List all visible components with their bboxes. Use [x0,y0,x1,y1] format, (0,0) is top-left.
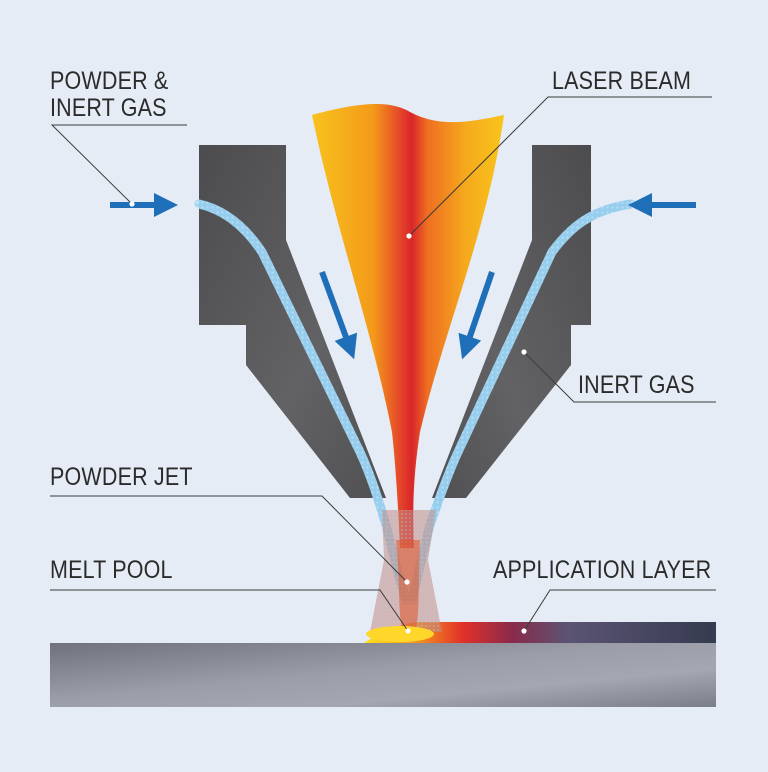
laser-beam [312,104,504,549]
label-melt-pool: MELT POOL [50,556,173,584]
substrate [50,643,716,707]
leader-powder-inert-gas [50,124,187,205]
flow-arrow-left [319,270,358,360]
label-powder-inert-gas: POWDER & INERT GAS [50,68,168,122]
leader-lines [50,96,716,632]
leader-laser-beam [408,96,712,237]
label-powder-line2: INERT GAS [50,94,167,122]
label-powder-jet: POWDER JET [50,463,193,491]
label-application-layer: APPLICATION LAYER [493,556,712,584]
leader-application-layer [523,589,716,632]
right-nozzle [432,145,591,498]
application-layer [364,622,716,643]
leader-inert-gas [523,351,716,403]
flow-arrow-right [458,271,495,360]
leader-dots [129,201,527,634]
leader-powder-jet [50,495,408,583]
leader-melt-pool [50,589,409,632]
label-inert-gas: INERT GAS [578,371,695,399]
label-powder-line1: POWDER & [50,67,169,95]
label-laser-beam: LASER BEAM [552,67,692,95]
melt-pool [366,626,434,642]
